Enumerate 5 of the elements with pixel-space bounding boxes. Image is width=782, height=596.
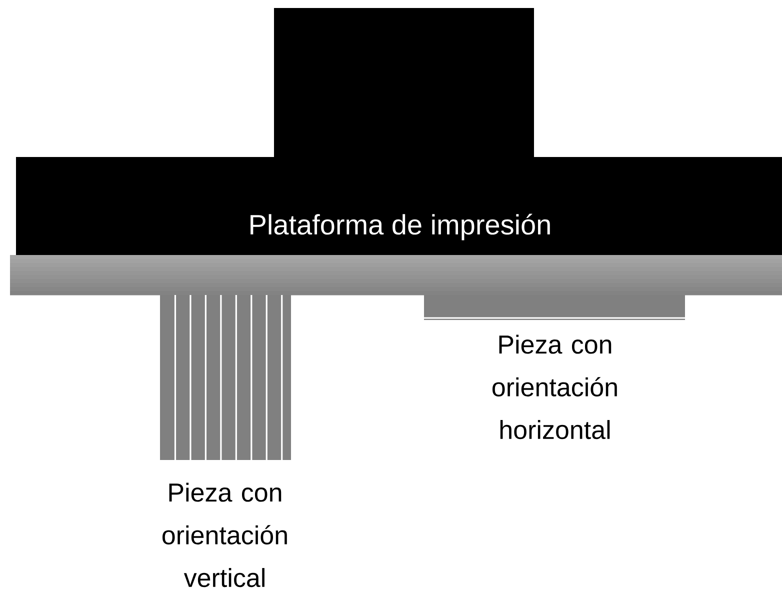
platform-drawing: Plataforma de impresión: [16, 8, 782, 255]
piece-caption: Pieza con orientación horizontal: [492, 334, 617, 440]
piece-caption: Pieza con orientación vertical: [162, 482, 287, 588]
horizontal-piece: [424, 295, 685, 320]
vertical-piece: [160, 295, 291, 460]
